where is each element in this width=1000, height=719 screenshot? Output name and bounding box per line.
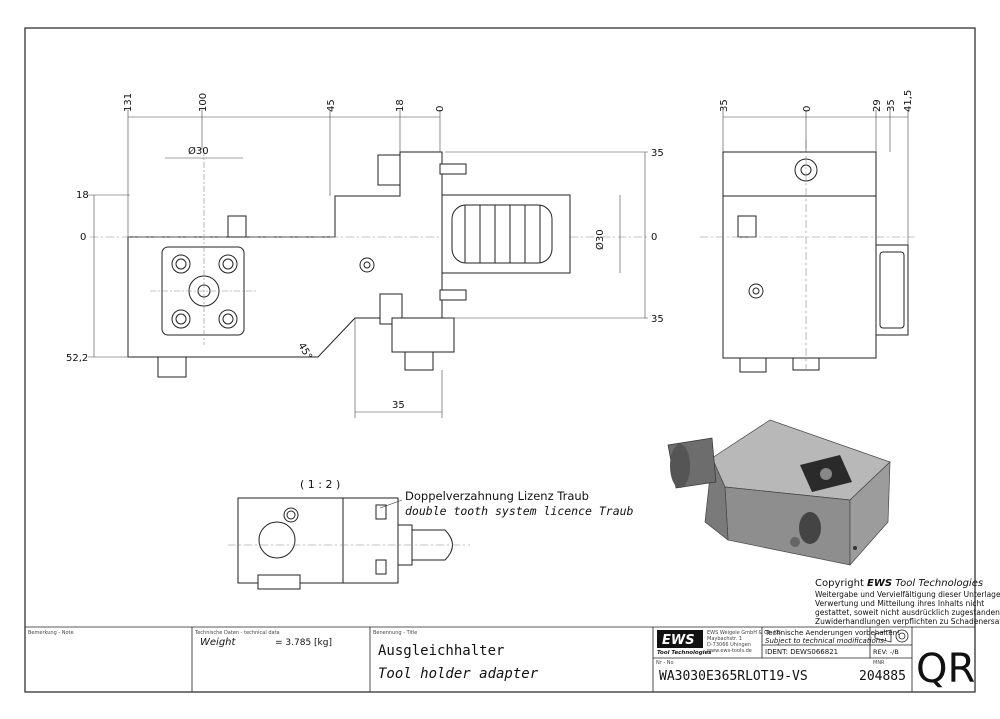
isometric-render <box>667 419 891 566</box>
ews-logo-sub: Tool Technologies <box>657 650 712 656</box>
weight-label: Weight <box>200 637 237 648</box>
note-leader <box>379 499 403 509</box>
company-line-4: www.ews-tools.de <box>707 648 752 654</box>
title-label: Benennung - Title <box>373 630 417 636</box>
dim-right-35-bottom: 35 <box>651 314 664 325</box>
copyright-line-2: Verwertung und Mitteilung ihres Inhalts … <box>815 599 984 608</box>
dim-left-18: 18 <box>76 190 89 201</box>
side-dim-29: 29 <box>872 99 883 112</box>
front-dimension-lines <box>88 110 648 418</box>
company-line-3: D-73066 Uhingen <box>707 642 751 648</box>
title-de: Ausgleichhalter <box>378 643 504 659</box>
side-dim-35b: 35 <box>886 99 897 112</box>
projection-symbol-icon <box>874 629 909 643</box>
change-note-en: Subject to technical modifications! <box>765 637 887 645</box>
dim-18: 18 <box>395 99 406 112</box>
change-note-de: Technische Aenderungen vorbehalten! <box>764 629 900 637</box>
note-en: double tooth system licence Traub <box>405 504 634 518</box>
revision: REV: -/B <box>873 648 899 656</box>
dim-left-52-2: 52,2 <box>66 353 88 364</box>
note-de: Doppelverzahnung Lizenz Traub <box>405 489 589 503</box>
side-dim-35: 35 <box>719 99 730 112</box>
dim-131: 131 <box>123 93 134 112</box>
tech-data-label: Technische Daten - technical data <box>194 630 280 636</box>
dim-45: 45 <box>326 99 337 112</box>
nr-label: Nr - No <box>656 660 674 666</box>
side-dimension-lines <box>722 110 909 245</box>
side-dim-0: 0 <box>802 106 813 112</box>
sheet-frame <box>24 27 976 693</box>
dim-left-0: 0 <box>80 232 86 243</box>
side-view <box>700 140 915 373</box>
copyright-line-4: Zuwiderhandlungen verpflichten zu Schade… <box>815 617 1000 626</box>
dim-shank-diam: Ø30 <box>594 229 606 250</box>
copyright-line-3: gestattet, soweit nicht ausdrücklich zug… <box>815 608 1000 617</box>
ews-logo-box <box>657 630 703 648</box>
dim-diam-30: Ø30 <box>188 145 209 157</box>
dim-0-top: 0 <box>435 106 446 112</box>
title-block <box>25 626 975 692</box>
dim-bottom-35: 35 <box>392 400 405 411</box>
top-view-small <box>228 497 470 590</box>
scale-label: ( 1 : 2 ) <box>300 478 340 491</box>
mnr-label: MNR <box>873 660 885 666</box>
ident: IDENT: DEWS066821 <box>765 648 838 656</box>
front-view <box>90 150 650 378</box>
mnr-number: 204885 <box>859 669 906 684</box>
company-line-1: EWS Weigele GmbH & Co. KG <box>707 630 781 636</box>
side-dim-41-5: 41,5 <box>903 90 914 112</box>
dim-right-35-top: 35 <box>651 148 664 159</box>
qr-mark: QR <box>916 646 975 692</box>
dim-100: 100 <box>198 93 209 112</box>
remark-label: Bemerkung - Note <box>28 630 74 636</box>
part-number: WA3030E365RLOT19-VS <box>659 669 808 684</box>
dim-right-0: 0 <box>651 232 657 243</box>
copyright-line-1: Weitergabe und Vervielfältigung dieser U… <box>815 590 1000 599</box>
copyright-heading: Copyright EWS Tool Technologies <box>815 578 983 589</box>
ews-logo: EWS <box>662 633 695 648</box>
company-line-2: Maybachstr. 1 <box>707 636 742 642</box>
weight-value: = 3.785 [kg] <box>275 638 332 648</box>
title-en: Tool holder adapter <box>378 666 539 682</box>
